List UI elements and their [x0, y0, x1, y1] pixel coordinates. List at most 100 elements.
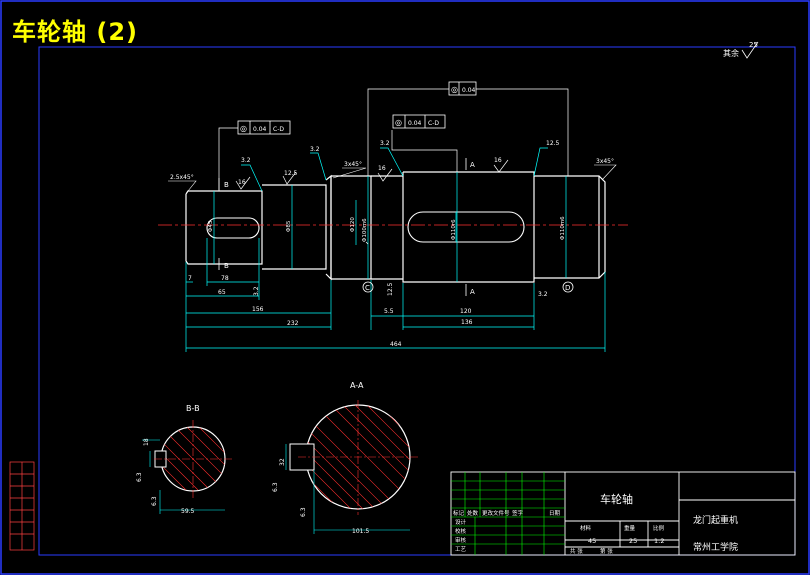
section-aa [289, 400, 418, 515]
dim-7: 7 [188, 275, 192, 282]
tb-product: 龙门起重机 [693, 514, 738, 526]
tb-header-count: 处数 [467, 509, 479, 517]
diameter-labels: Φ45 Φ85 Φ100m6 Φ110r6 Φ110m6 Φ120 [208, 216, 566, 242]
roughness-note-value: 25 [749, 41, 758, 49]
ra-7: 3.2 [380, 140, 390, 147]
dia-label-6: Φ120 [350, 217, 356, 232]
ra-bottom-1: 3.2 [253, 286, 260, 296]
section-marker-labels: B B A A [224, 161, 475, 296]
dim-120: 120 [460, 308, 472, 315]
tb-header-date: 日期 [549, 510, 561, 517]
roughness-leaders-cyan [241, 147, 548, 192]
tb-row-check: 校核 [455, 527, 467, 535]
keyway-left [206, 217, 260, 239]
shaft-outline [185, 171, 606, 283]
title-block-values: 45 25 1:2 [588, 537, 664, 545]
drawing-frame [38, 46, 796, 556]
dimension-lines [185, 172, 606, 352]
chamfer-labels: 2.5x45° 3x45° 3x45° [170, 158, 614, 181]
roughness-note-symbol [741, 41, 759, 59]
dim-464: 464 [390, 341, 402, 348]
section-aa-title: A-A [350, 381, 364, 390]
section-aa-dims [285, 444, 410, 534]
tb-sheet-total: 共 张 [570, 547, 583, 555]
tb-part-name: 车轮轴 [600, 492, 633, 506]
section-aa-ra-1: 6.3 [272, 482, 279, 492]
section-b-top: B [224, 181, 229, 189]
datum-markers: C D [362, 281, 574, 293]
ra-3: 3.2 [241, 157, 251, 164]
dim-5-5: 5.5 [384, 308, 394, 315]
tb-row-review: 审核 [455, 536, 467, 544]
section-aa-ra-2: 6.3 [300, 507, 307, 517]
section-a-bottom: A [470, 288, 475, 296]
title-block-grid [451, 472, 565, 555]
section-bb-title: B-B [186, 404, 200, 413]
ra-1: 16 [238, 179, 246, 186]
ra-6: 16 [494, 157, 502, 164]
datum-c: C [365, 284, 370, 292]
ra-bottom-3: 3.2 [538, 291, 548, 298]
section-bb [154, 420, 232, 498]
roughness-symbols [235, 159, 509, 245]
section-b-bottom: B [224, 262, 229, 270]
tb-header-sign: 签字 [512, 509, 524, 517]
dia-label-5: Φ110m6 [560, 216, 566, 240]
gtol-left-symbol: ◎ [240, 124, 247, 133]
section-aa-dim-width: 101.5 [352, 528, 369, 535]
tb-sheet-num: 第 张 [600, 547, 613, 555]
tb-school: 常州工学院 [693, 541, 738, 553]
gtol-mid-datum: C-D [428, 120, 439, 127]
section-a-top: A [470, 161, 475, 169]
tb-row-design: 设计 [455, 518, 467, 526]
gtol-left-datum: C-D [273, 126, 284, 133]
bottom-dimension-labels: 7 78 65 156 5.5 120 136 232 464 [188, 275, 473, 348]
ra-4: 3.2 [310, 146, 320, 153]
dim-232: 232 [287, 320, 299, 327]
tb-row-process: 工艺 [455, 546, 467, 553]
ra-5: 16 [378, 165, 386, 172]
ra-2: 12.5 [284, 170, 298, 177]
roughness-note-label: 其余 [723, 48, 739, 58]
section-bb-dim-key: 18 [143, 438, 150, 446]
keyway-center [407, 211, 525, 243]
gtol-mid-value: 0.04 [408, 120, 422, 127]
dim-136: 136 [461, 319, 473, 326]
dim-65: 65 [218, 289, 226, 296]
dia-label-2: Φ85 [286, 220, 292, 232]
gtol-frame-left: ◎ 0.04 C-D [237, 120, 291, 135]
ra-8: 12.5 [546, 140, 560, 147]
section-bb-dims [142, 439, 225, 514]
roughness-labels: 16 12.5 3.2 3.2 16 16 3.2 12.5 [238, 140, 560, 186]
gtol-top-value: 0.04 [462, 87, 476, 94]
dia-label-3: Φ100m6 [362, 218, 368, 242]
title-block [450, 471, 796, 556]
margin-table [9, 461, 35, 551]
chamfer-leaders [168, 164, 617, 192]
gtol-mid-symbol: ◎ [395, 118, 402, 127]
tb-header-doc: 更改文件号 [482, 509, 510, 517]
gtol-left-value: 0.04 [253, 126, 267, 133]
tb-cell-weight: 重量 [624, 524, 636, 532]
tb-header-mark: 标记 [453, 509, 465, 517]
chamfer-left: 2.5x45° [170, 174, 194, 181]
roughness-labels-low: 3.2 12.5 3.2 [253, 282, 548, 298]
section-bb-dim-width: 59.5 [181, 508, 195, 515]
datum-d: D [565, 284, 570, 292]
section-bb-ra-1: 6.3 [136, 472, 143, 482]
dia-label-4: Φ110r6 [451, 219, 457, 240]
section-markers [218, 158, 467, 296]
gtol-frame-top: ◎ 0.04 [448, 81, 477, 96]
tb-cell-scale: 比例 [653, 524, 665, 532]
title-block-text: 标记 处数 更改文件号 签字 日期 设计 校核 审核 工艺 材料 重量 比例 共… [453, 509, 665, 555]
tb-material-value: 45 [588, 537, 596, 545]
section-aa-dim-key: 32 [279, 458, 286, 466]
tb-cell-material: 材料 [580, 524, 592, 532]
drawing-title: 车轮轴 (2) [12, 18, 138, 46]
gtol-top-symbol: ◎ [451, 85, 458, 94]
chamfer-mid: 3x45° [344, 161, 362, 168]
tb-scale-value: 1:2 [654, 537, 664, 545]
dia-label-left: Φ45 [208, 220, 214, 232]
